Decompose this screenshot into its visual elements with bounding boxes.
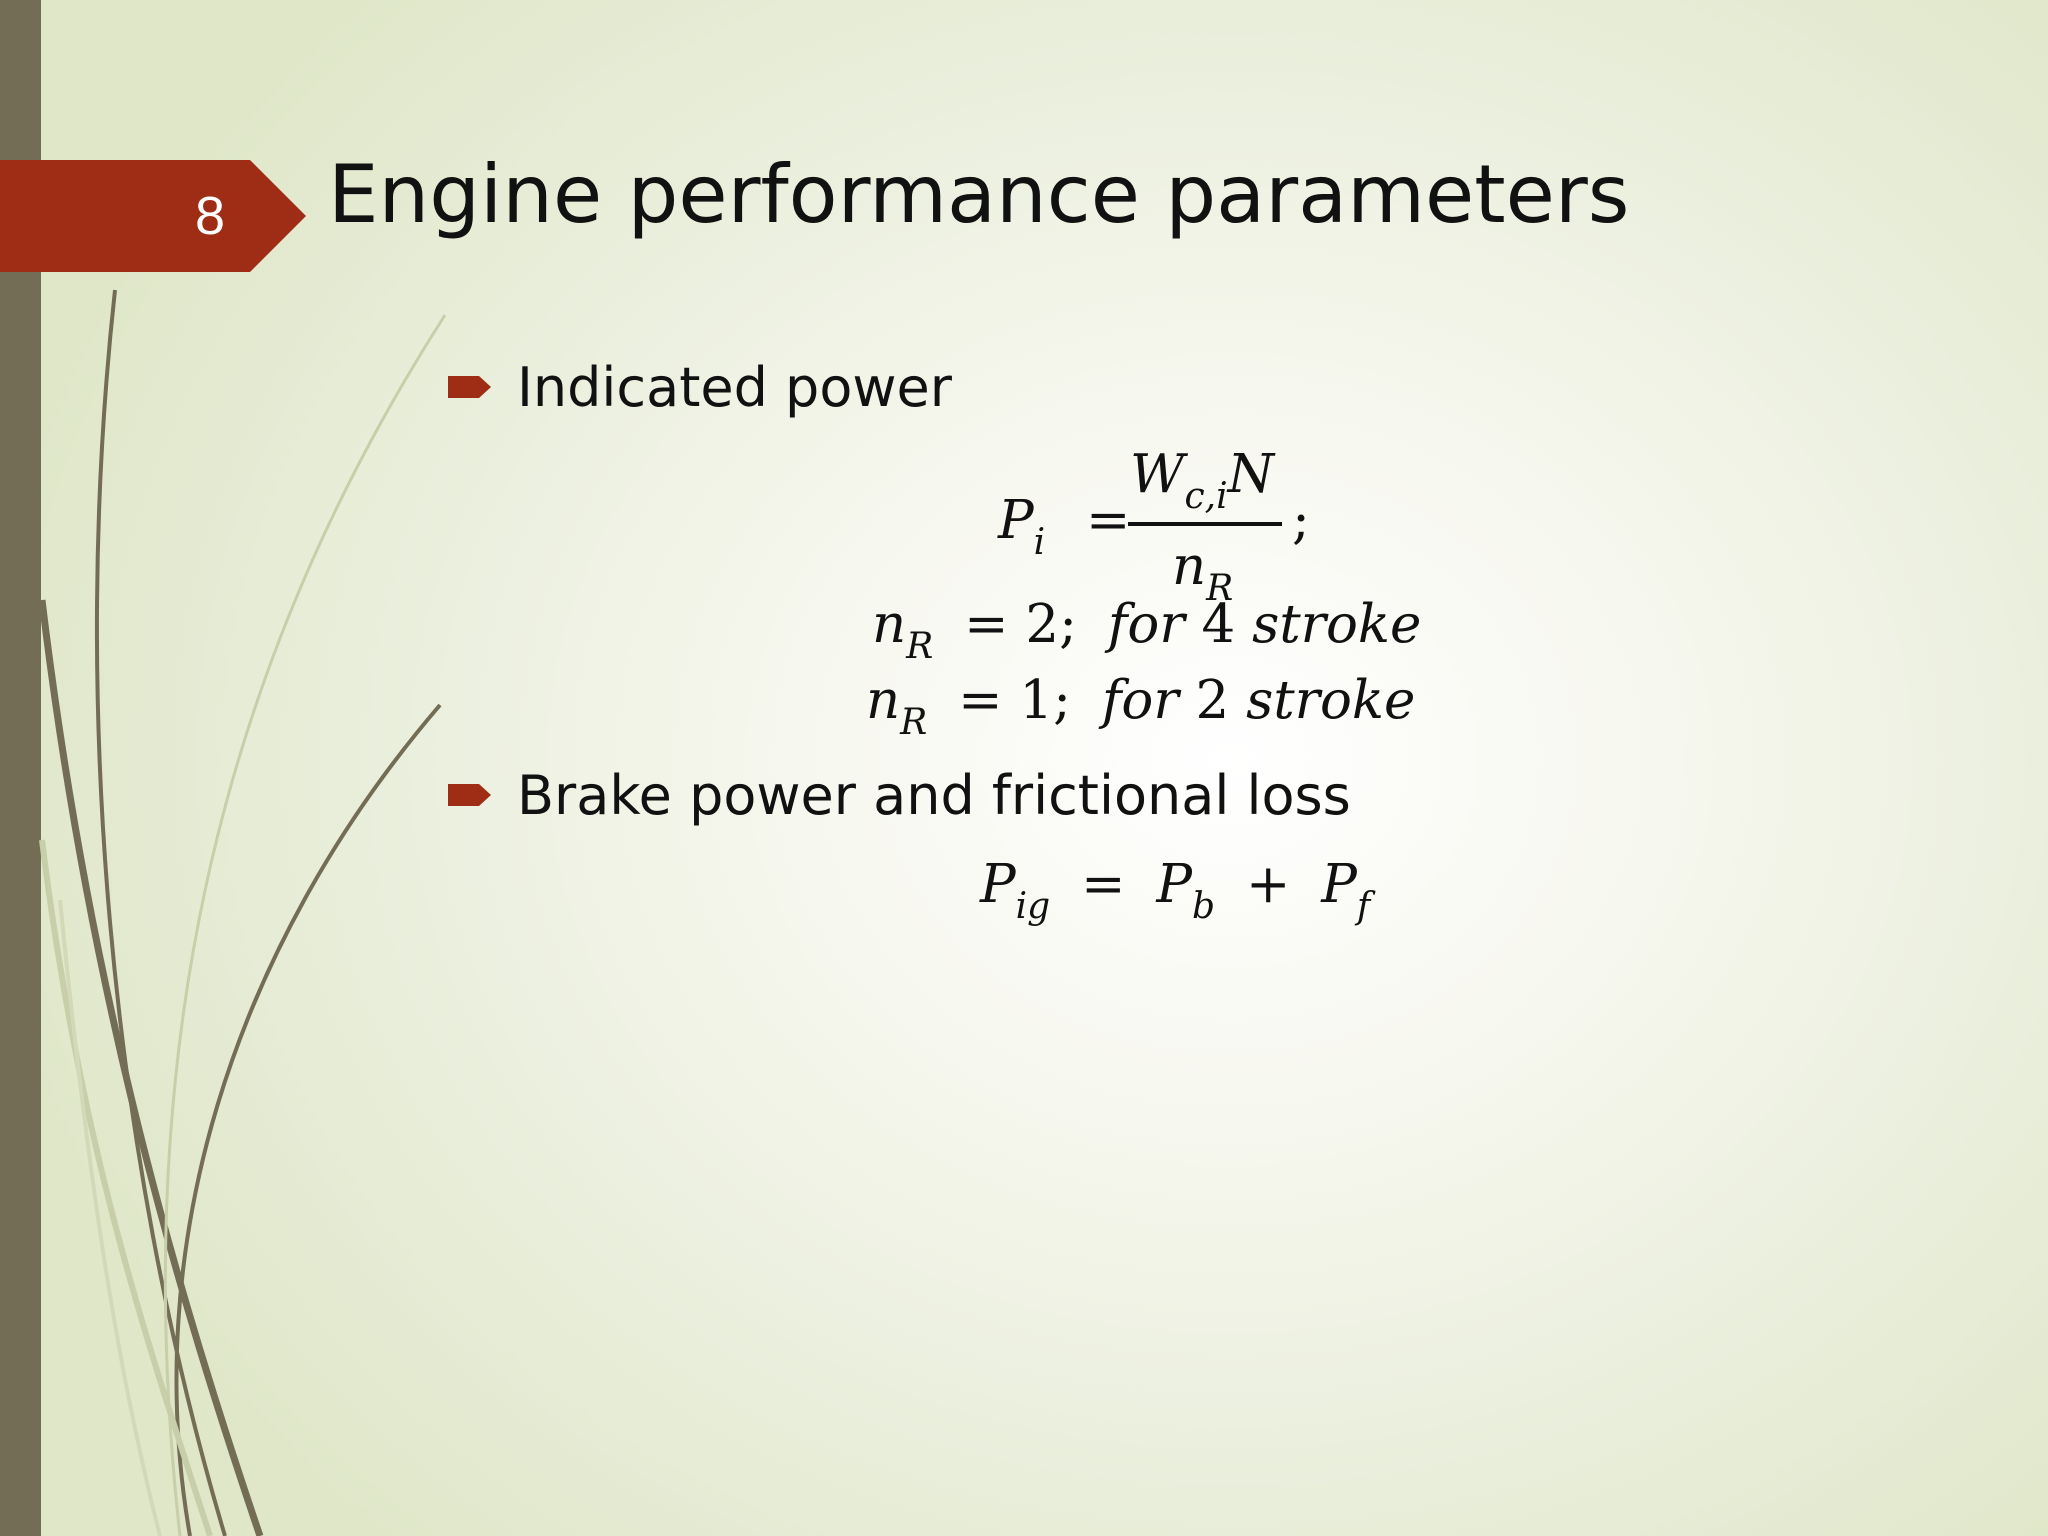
- eq-number: 4: [1201, 594, 1236, 655]
- eq-subscript: c,i: [1184, 476, 1228, 517]
- equation-terminator: ;: [1292, 490, 1310, 551]
- bullet-text: Brake power and frictional loss: [517, 764, 1351, 827]
- eq-rhs: = 2;: [964, 594, 1077, 655]
- bullet-brake-power: Brake power and frictional loss: [445, 756, 1425, 836]
- eq-symbol: n: [872, 594, 907, 655]
- eq-symbol: P: [998, 490, 1034, 551]
- eq-subscript: R: [900, 702, 928, 743]
- arrow-right-icon: [448, 376, 491, 398]
- eq-subscript: ig: [1015, 886, 1051, 927]
- eq-equals: =: [1081, 854, 1126, 915]
- eq-subscript: R: [906, 626, 934, 667]
- eq-symbol: N: [1227, 444, 1274, 505]
- eq-symbol: P: [980, 854, 1016, 915]
- bullet-text: Indicated power: [517, 356, 952, 419]
- slide-number: 8: [194, 186, 226, 246]
- eq-subscript: R: [1206, 568, 1234, 609]
- eq-subscript: f: [1356, 886, 1371, 927]
- equation-four-stroke: nR = 2; for 4 stroke: [872, 590, 1422, 667]
- equation-denominator: nR: [1172, 532, 1233, 609]
- fraction-bar: [1128, 522, 1282, 526]
- equation-numerator: Wc,iN: [1130, 440, 1274, 517]
- slide-title: Engine performance parameters: [328, 148, 1630, 241]
- equation-brake-power: Pig = Pb + Pf: [980, 850, 1370, 927]
- eq-rhs: = 1;: [958, 670, 1071, 731]
- eq-word-stroke: stroke: [1246, 670, 1416, 731]
- equation-two-stroke: nR = 1; for 2 stroke: [866, 666, 1416, 743]
- eq-subscript: i: [1033, 522, 1046, 563]
- eq-word-for: for: [1107, 594, 1185, 655]
- arrow-right-icon: [448, 784, 491, 806]
- eq-equals: =: [1086, 490, 1131, 551]
- eq-word-for: for: [1101, 670, 1179, 731]
- eq-symbol: W: [1130, 444, 1185, 505]
- slide-number-tab: [0, 160, 306, 272]
- eq-symbol: P: [1156, 854, 1193, 915]
- bullet-indicated-power: Indicated power: [445, 348, 1045, 428]
- equation-indicated-power-lhs: Pi =: [998, 486, 1131, 563]
- eq-plus: +: [1245, 854, 1291, 915]
- eq-number: 2: [1195, 670, 1230, 731]
- eq-symbol: n: [1172, 536, 1207, 597]
- eq-subscript: b: [1192, 886, 1216, 927]
- eq-symbol: P: [1321, 854, 1357, 915]
- eq-symbol: n: [866, 670, 901, 731]
- eq-word-stroke: stroke: [1252, 594, 1422, 655]
